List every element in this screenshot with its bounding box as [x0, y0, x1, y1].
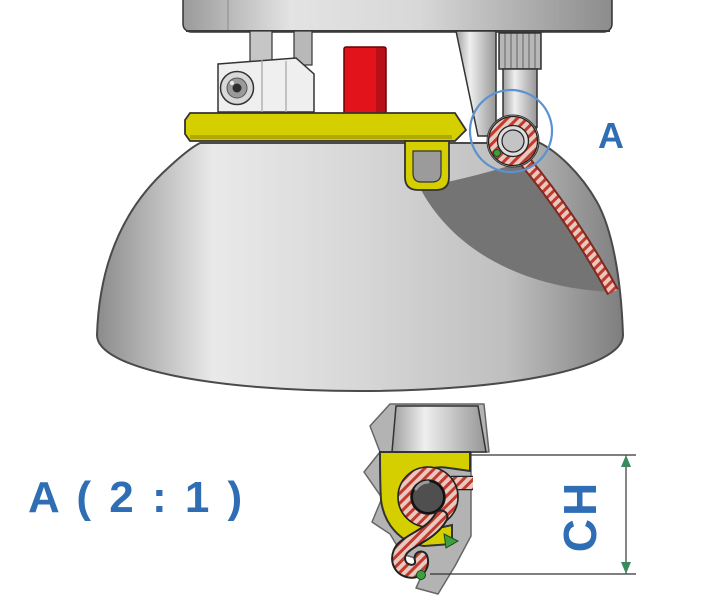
callout-circle: [468, 88, 554, 174]
gasket-wedge: [443, 533, 460, 549]
crimp-curl: [486, 114, 540, 168]
mounting-cup: [184, 112, 468, 191]
can-interior-cutaway: [420, 161, 613, 292]
callout-label: A: [598, 115, 624, 156]
machine-head: [182, 0, 613, 33]
detail-view: CH A ( 2 : 1 ): [28, 403, 636, 595]
crimp-curl-core: [501, 129, 525, 153]
filling-valve-assembly: [217, 57, 315, 113]
can-wall-section-hatch: [520, 157, 617, 295]
mounting-cup-flange: [184, 112, 468, 142]
actuator-block-shade: [376, 48, 385, 116]
gasket-tip: [416, 570, 426, 580]
crimp-curl-inner-line: [496, 124, 530, 158]
dimension-arrow-bottom: [621, 562, 631, 574]
gasket-dot: [493, 149, 501, 157]
angled-support-bar: [455, 30, 497, 137]
mounting-cup-channel: [412, 150, 442, 183]
crimp-curl-outer-line: [487, 115, 539, 167]
seam-hatch-ring: [398, 467, 458, 527]
machine-head-body: [182, 0, 613, 33]
crimp-curl-hatch-ring: [488, 116, 538, 166]
valve-nozzle-bore: [232, 83, 242, 93]
actuator-block: [343, 46, 387, 118]
detail-scale-label: A ( 2 : 1 ): [28, 473, 245, 522]
detail-pin-block: [391, 405, 487, 453]
main-view: A: [95, 0, 625, 393]
can-body: [95, 142, 625, 393]
dimension-label: CH: [554, 480, 606, 552]
seam-core-highlight: [414, 480, 430, 491]
seam-tail-band: [393, 511, 447, 577]
mounting-cup-shade: [190, 135, 452, 139]
detail-crimp-seam: [391, 466, 473, 580]
dimension-ch: CH: [430, 454, 636, 575]
dimension-arrow-top: [621, 455, 631, 467]
mount-posts: [249, 30, 313, 66]
valve-nozzle-highlight: [230, 81, 234, 85]
crimping-pin-knurl: [498, 32, 542, 70]
